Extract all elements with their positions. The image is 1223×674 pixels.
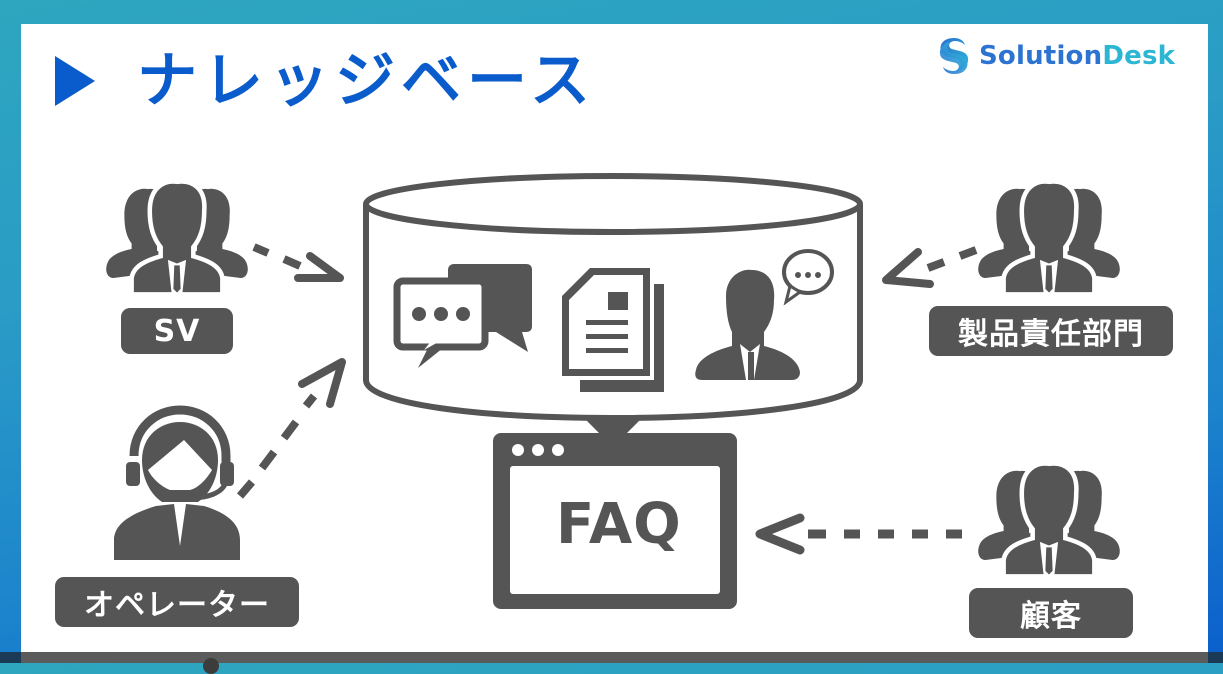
arrow-customer-to-faq <box>755 513 962 555</box>
bottom-bar-left-cap <box>0 652 21 663</box>
bottom-bar-right-cap <box>1208 652 1223 663</box>
connector-icon <box>584 418 642 438</box>
group-people-icon <box>978 182 1120 295</box>
s-swirl-logo-icon <box>939 38 969 74</box>
slide-header: ナレッジベース <box>55 48 596 114</box>
actor-label-product-dept: 製品責任部門 <box>929 306 1173 356</box>
actor-label-customer: 顧客 <box>969 588 1133 638</box>
arrow-operator-to-kb <box>236 358 346 499</box>
page-title: ナレッジベース <box>137 46 596 116</box>
group-people-icon <box>978 464 1120 577</box>
arrow-sv-to-kb <box>252 243 344 282</box>
brand-name-part2: Desk <box>1102 41 1176 71</box>
faq-label: FAQ <box>556 492 682 557</box>
arrow-product-to-kb <box>882 246 978 288</box>
triangle-right-icon <box>55 56 95 106</box>
actor-label-operator: オペレーター <box>55 577 299 627</box>
brand-name-part1: Solution <box>979 41 1103 71</box>
chat-bubbles-icon <box>393 264 532 368</box>
actor-label-sv: SV <box>121 308 233 354</box>
group-people-icon <box>106 182 248 295</box>
documents-icon <box>562 268 664 392</box>
operator-headset-icon <box>114 405 240 560</box>
person-speech-icon <box>695 249 834 380</box>
browser-window-icon <box>493 433 737 609</box>
